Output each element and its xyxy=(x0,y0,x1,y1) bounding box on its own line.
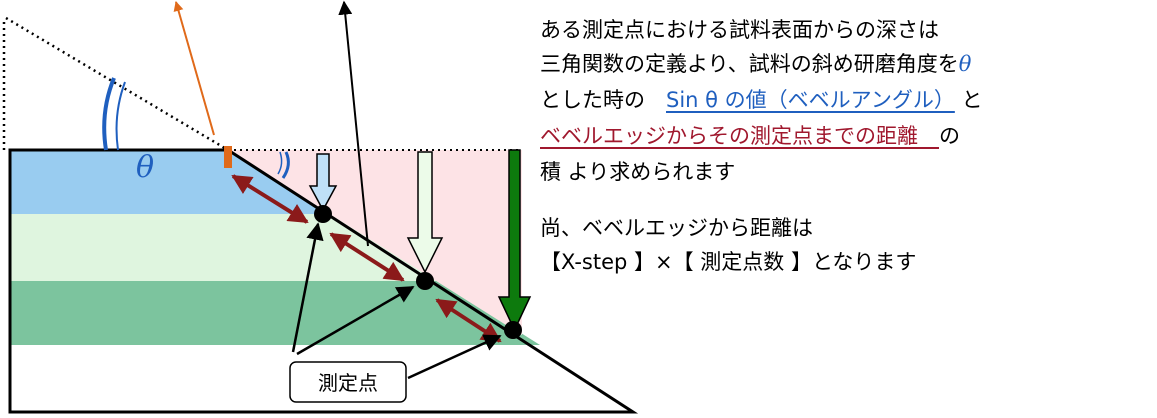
distance-arrow-2 xyxy=(329,232,405,282)
long-black-arrow xyxy=(338,0,369,247)
explanation-line-4-tail: の xyxy=(939,124,960,148)
explanation-line-1: ある測定点における試料表面からの深さは xyxy=(540,18,939,42)
point-label-box xyxy=(289,361,407,403)
explanation-line-3-text: とした時の xyxy=(540,88,666,112)
theta-arc-outer xyxy=(102,77,116,151)
bevel-angle-arc-inner xyxy=(277,151,283,175)
explanation-line-3-tail: と xyxy=(954,88,983,112)
dark-green-depth-arrow xyxy=(497,149,532,332)
bevel-edge-marker xyxy=(224,146,232,168)
theta-label: θ xyxy=(136,150,154,185)
measurement-point-1 xyxy=(314,205,332,223)
explanation-line-6: 尚、ベベルエッジから距離は xyxy=(540,216,813,240)
explanation-line-7: 【X-step 】×【 測定点数 】となります xyxy=(540,250,917,274)
explanation-line-2-text: 三角関数の定義より、試料の斜め研磨角度を xyxy=(540,52,959,76)
bevel-distance-link: ベベルエッジからその測定点までの距離 xyxy=(540,124,939,148)
dotted-tilt-line xyxy=(5,16,229,152)
pointer-arrow-3 xyxy=(407,334,502,380)
blue-depth-arrow xyxy=(308,153,338,212)
pointer-arrow-2 xyxy=(296,285,415,356)
orange-beam xyxy=(173,1,215,136)
distance-arrow-3 xyxy=(435,298,502,343)
explanation-line-4: ベベルエッジからその測定点までの距離 の xyxy=(540,120,960,152)
explanation-theta: θ xyxy=(958,52,972,76)
theta-arc-inner xyxy=(115,81,126,151)
measurement-point-3 xyxy=(504,321,522,339)
explanation-line-5: 積 より求められます xyxy=(540,160,736,184)
explanation-line-2: 三角関数の定義より、試料の斜め研磨角度をθ xyxy=(540,48,971,80)
pointer-arrow-1 xyxy=(291,222,324,353)
sin-theta-link: Sin θ の値（ベベルアングル） xyxy=(666,88,955,112)
light-green-depth-arrow xyxy=(406,151,444,274)
point-label: 測定点 xyxy=(318,371,378,395)
measurement-point-2 xyxy=(416,272,434,290)
explanation-line-3: とした時の Sin θ の値（ベベルアングル） と xyxy=(540,84,983,116)
distance-arrow-1 xyxy=(231,174,309,224)
